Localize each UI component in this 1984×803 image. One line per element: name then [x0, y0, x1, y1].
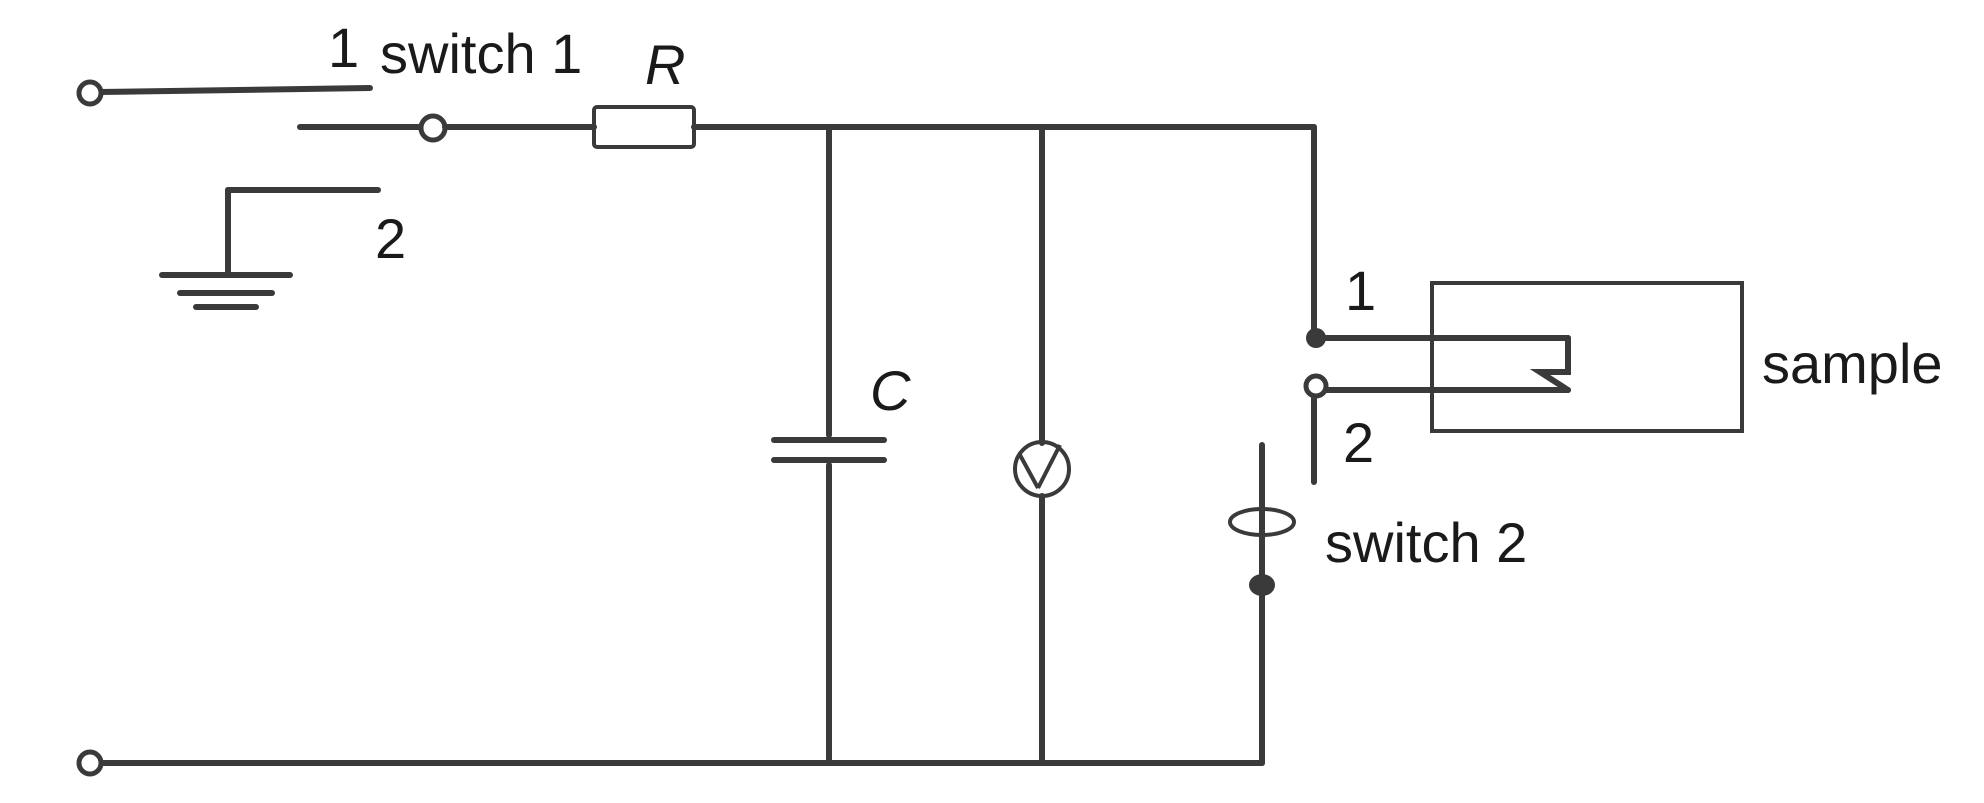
switch-1-name-label: switch 1: [380, 22, 582, 85]
switch-2-name-label: switch 2: [1325, 511, 1527, 574]
capacitor: [771, 124, 887, 766]
switch-2-position-1-label: 1: [1345, 259, 1376, 322]
input-terminal-bottom: [76, 749, 104, 777]
switch-1-position-2-label: 2: [375, 207, 406, 270]
switch-2: [1228, 442, 1296, 766]
switch-1: [297, 113, 448, 143]
voltmeter: [1013, 124, 1071, 766]
resistor: [592, 105, 696, 149]
switch-2-contacts: [1303, 328, 1571, 485]
switch-2-position-2-label: 2: [1343, 411, 1374, 474]
sample-label: sample: [1762, 332, 1943, 395]
capacitor-label: C: [870, 359, 911, 422]
input-terminal-top: [76, 79, 373, 107]
resistor-label: R: [645, 33, 685, 96]
sample-box: [1430, 281, 1744, 433]
ground-icon: [159, 272, 293, 310]
switch-1-ground-branch: [225, 187, 381, 278]
switch-1-position-1-label: 1: [328, 16, 359, 79]
